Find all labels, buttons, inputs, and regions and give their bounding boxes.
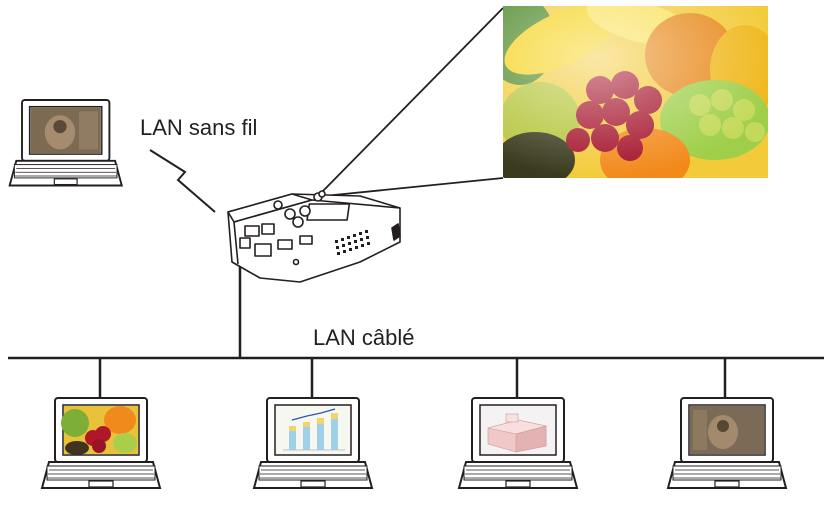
laptop-icon xyxy=(8,99,123,187)
laptop-icon xyxy=(41,397,161,489)
laptop-icon xyxy=(667,397,787,489)
laptop-icon xyxy=(458,397,578,489)
wireless-signal-icon xyxy=(149,149,216,213)
screen-bar-chart xyxy=(276,406,350,454)
screen-3d-blocks xyxy=(481,406,555,454)
projector-icon xyxy=(227,190,401,283)
screen-photo-monkey xyxy=(30,107,101,154)
wired-lan-label: LAN câblé xyxy=(313,325,415,350)
lan-cable xyxy=(8,246,824,397)
wireless-lan-label: LAN sans fil xyxy=(140,115,258,140)
projected-image xyxy=(503,6,768,178)
laptop-icon xyxy=(253,397,373,489)
projection-beam xyxy=(321,7,504,197)
screen-fruit-photo xyxy=(61,406,138,455)
screen-photo-monkey xyxy=(690,406,764,454)
